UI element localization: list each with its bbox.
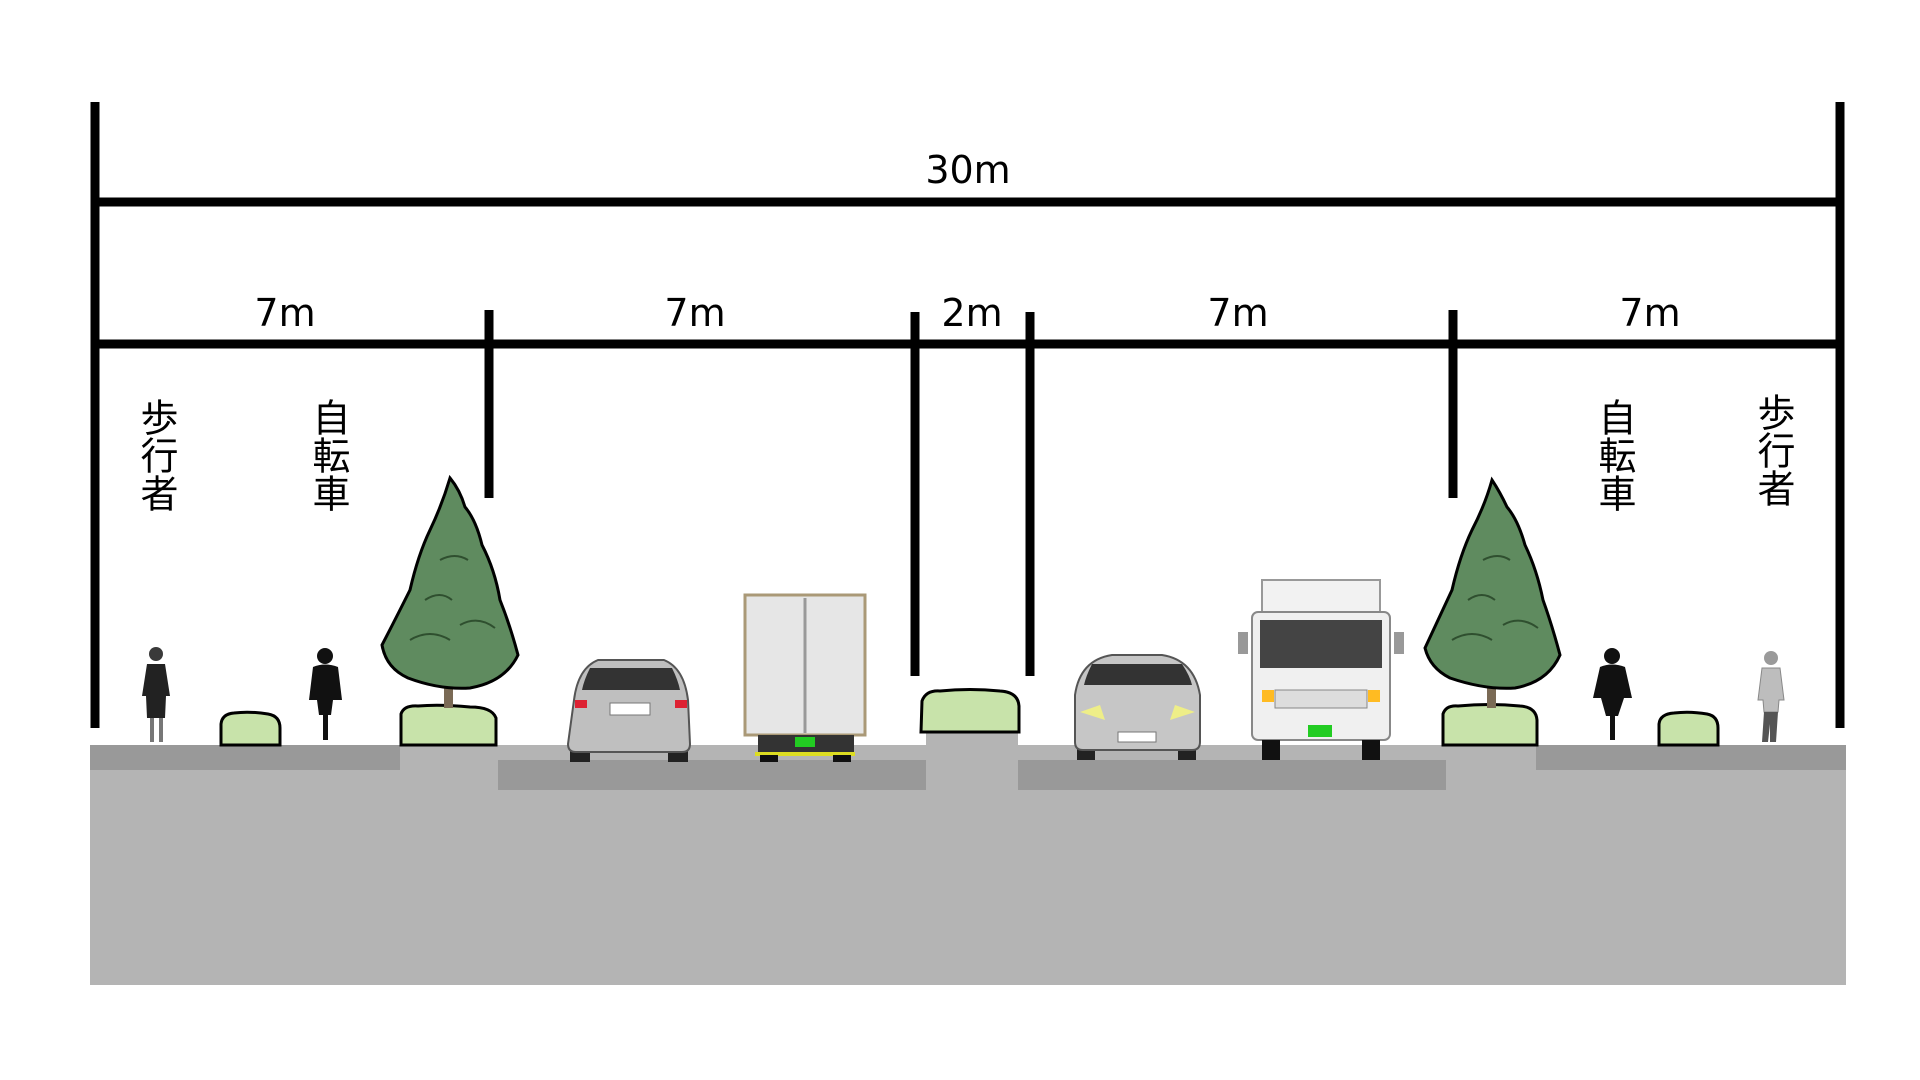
right-cyclist-icon: [1593, 648, 1632, 740]
left-tree-icon: [380, 474, 520, 690]
right-sidewalk-shrub: [1657, 710, 1720, 747]
left-tree-trunk: [444, 675, 453, 708]
right-median-curb: [1446, 745, 1536, 790]
total-width-label: 30m: [925, 148, 1010, 192]
section-5-width-label: 7m: [1619, 291, 1680, 335]
section-2-width-label: 7m: [664, 291, 725, 335]
left-roadway-surface: [498, 760, 926, 790]
car-front-icon: [1074, 654, 1201, 760]
left-tree-planter: [399, 703, 498, 747]
right-sidewalk-surface: [1536, 745, 1846, 770]
left-pedestrian-label: 歩行者: [134, 398, 178, 512]
left-sidewalk-surface: [90, 745, 400, 770]
central-median: [926, 732, 1018, 790]
left-bicycle-label: 自転車: [306, 398, 350, 512]
right-bicycle-label: 自転車: [1592, 398, 1636, 512]
left-pedestrian-icon: [142, 647, 170, 742]
right-tree-planter: [1441, 703, 1539, 747]
truck-rear-icon: [743, 593, 867, 762]
right-tree-texture: [1451, 555, 1539, 641]
planters: [219, 688, 1720, 747]
left-tree-texture: [409, 555, 496, 641]
median-planter: [919, 688, 1021, 734]
right-pedestrian-label: 歩行者: [1751, 393, 1795, 507]
truck-front-icon: [1238, 579, 1404, 760]
right-tree-icon: [1423, 476, 1562, 690]
left-cyclist-icon: [309, 648, 342, 740]
right-tree-trunk: [1487, 675, 1496, 708]
section-3-width-label: 2m: [941, 291, 1002, 335]
dimension-lines: [90, 102, 1845, 728]
left-sidewalk-shrub: [219, 710, 282, 747]
trees: [380, 474, 1562, 708]
section-4-width-label: 7m: [1207, 291, 1268, 335]
car-rear-icon: [566, 659, 692, 762]
section-1-width-label: 7m: [254, 291, 315, 335]
right-pedestrian-icon: [1757, 651, 1785, 742]
right-roadway-surface: [1018, 760, 1446, 790]
left-median-curb: [400, 745, 498, 790]
